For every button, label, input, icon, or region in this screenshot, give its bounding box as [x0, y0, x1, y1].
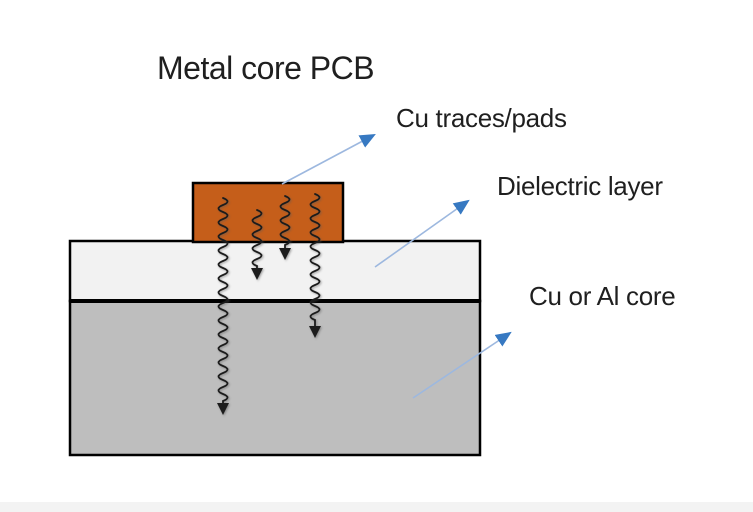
label-cu-or-al-core: Cu or Al core — [529, 281, 676, 311]
metal-core-shape — [68, 299, 482, 457]
page-bottom-strip — [0, 502, 753, 512]
heat-flow-arrow — [309, 193, 321, 327]
label-dielectric-layer: Dielectric layer — [497, 171, 663, 201]
heat-flow-arrow — [279, 195, 291, 249]
label-cu-traces-pads: Cu traces/pads — [396, 103, 567, 133]
heat-flow-arrowhead-icon — [309, 326, 321, 338]
callout-arrow-dielectric — [374, 199, 470, 268]
callout-arrow-core — [412, 331, 512, 399]
heat-flow-arrowhead-icon — [279, 248, 291, 260]
heat-flow-arrows — [217, 193, 321, 415]
heat-flow-arrow — [217, 197, 229, 404]
dielectric-layer-shape — [68, 239, 482, 303]
copper-pad-shape — [191, 181, 345, 244]
callout-arrow-cu-traces — [281, 133, 376, 185]
heat-flow-arrowhead-icon — [217, 403, 229, 415]
heat-flow-arrow — [251, 209, 263, 269]
heat-flow-arrowhead-icon — [251, 268, 263, 280]
page-title: Metal core PCB — [157, 50, 375, 86]
